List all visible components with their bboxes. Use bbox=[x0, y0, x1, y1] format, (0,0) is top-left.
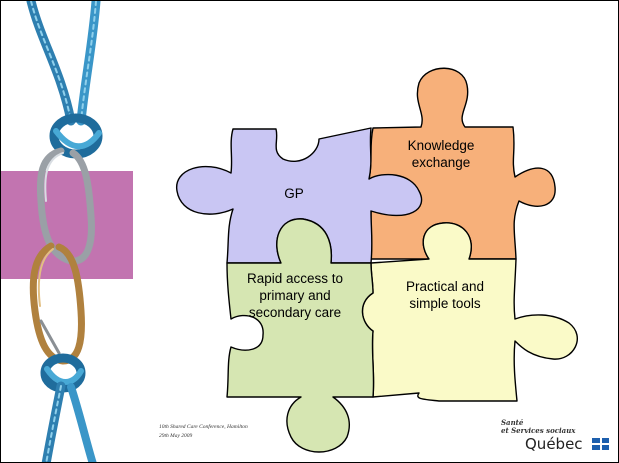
practical-tools-line1: Practical and bbox=[405, 279, 485, 294]
logo-line2: et Services sociaux bbox=[501, 426, 576, 435]
quebec-logo: Santé et Services sociaux Québec bbox=[501, 419, 613, 453]
knowledge-exchange-line2: exchange bbox=[411, 155, 471, 170]
logo-name: Québec bbox=[525, 435, 583, 453]
knowledge-exchange-label: Knowledge exchange bbox=[385, 137, 497, 171]
conference-footnote: 10th Shared Care Conference, Hamilton 29… bbox=[159, 423, 248, 441]
rapid-access-line3: secondary care bbox=[248, 305, 342, 320]
knowledge-exchange-line1: Knowledge bbox=[407, 138, 475, 153]
puzzle-piece-rapid-access bbox=[226, 218, 375, 453]
practical-tools-label: Practical and simple tools bbox=[385, 278, 505, 312]
logo-line1: Santé bbox=[501, 418, 524, 427]
quebec-flag-icon bbox=[592, 438, 609, 450]
rope-carabiner-illustration bbox=[26, 1, 103, 462]
conference-date: 29th May 2009 bbox=[159, 433, 193, 439]
practical-tools-line2: simple tools bbox=[409, 296, 481, 311]
rapid-access-line1: Rapid access to bbox=[246, 271, 344, 286]
rapid-access-line2: primary and bbox=[259, 288, 331, 303]
conference-name: 10th Shared Care Conference, Hamilton bbox=[159, 424, 248, 430]
rapid-access-label: Rapid access to primary and secondary ca… bbox=[231, 270, 359, 321]
gp-label: GP bbox=[284, 186, 304, 201]
